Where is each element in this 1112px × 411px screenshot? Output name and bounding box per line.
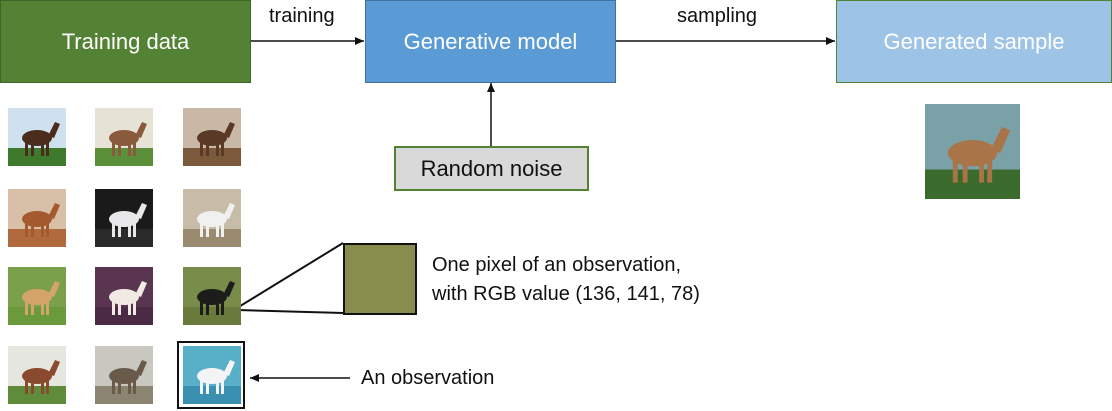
pixel-annotation-line2: with RGB value (136, 141, 78) bbox=[432, 283, 700, 305]
training-data-label: Training data bbox=[61, 28, 190, 54]
generative-model-box: Generative model bbox=[365, 0, 616, 83]
pixel-zoom-line-top bbox=[236, 242, 344, 309]
training-image-chestnut-horse bbox=[8, 346, 66, 404]
observation-annotation: An observation bbox=[361, 367, 495, 389]
generated-sample-label: Generated sample bbox=[883, 28, 1065, 54]
training-data-box: Training data bbox=[0, 0, 251, 83]
pixel-zoom-line-bottom bbox=[236, 309, 344, 314]
training-image-white-horse-blue-bg bbox=[183, 346, 241, 404]
training-edge-label: training bbox=[269, 5, 335, 27]
training-image-palomino-horse bbox=[8, 267, 66, 325]
random-noise-label: Random noise bbox=[420, 155, 563, 181]
sampling-edge-label: sampling bbox=[677, 5, 758, 27]
training-image-chestnut-horse-head bbox=[8, 189, 66, 247]
training-image-rider-grey-horse bbox=[95, 346, 153, 404]
pixel-annotation-line1: One pixel of an observation, bbox=[432, 254, 682, 276]
training-image-white-horse-head bbox=[95, 189, 153, 247]
training-image-bay-horse bbox=[95, 108, 153, 166]
generated-sample-image bbox=[925, 104, 1020, 199]
generated-sample-box: Generated sample bbox=[836, 0, 1112, 83]
training-image-brown-horse bbox=[183, 108, 241, 166]
generative-model-label: Generative model bbox=[403, 28, 578, 54]
random-noise-box: Random noise bbox=[394, 146, 589, 191]
observation-highlight-frame bbox=[177, 341, 245, 409]
training-image-rider-on-dark-horse bbox=[8, 108, 66, 166]
pixel-swatch bbox=[343, 243, 417, 315]
training-image-dark-horse-grazing bbox=[183, 267, 241, 325]
training-image-white-horse-purple-bg bbox=[95, 267, 153, 325]
training-image-rider-in-arena bbox=[183, 189, 241, 247]
